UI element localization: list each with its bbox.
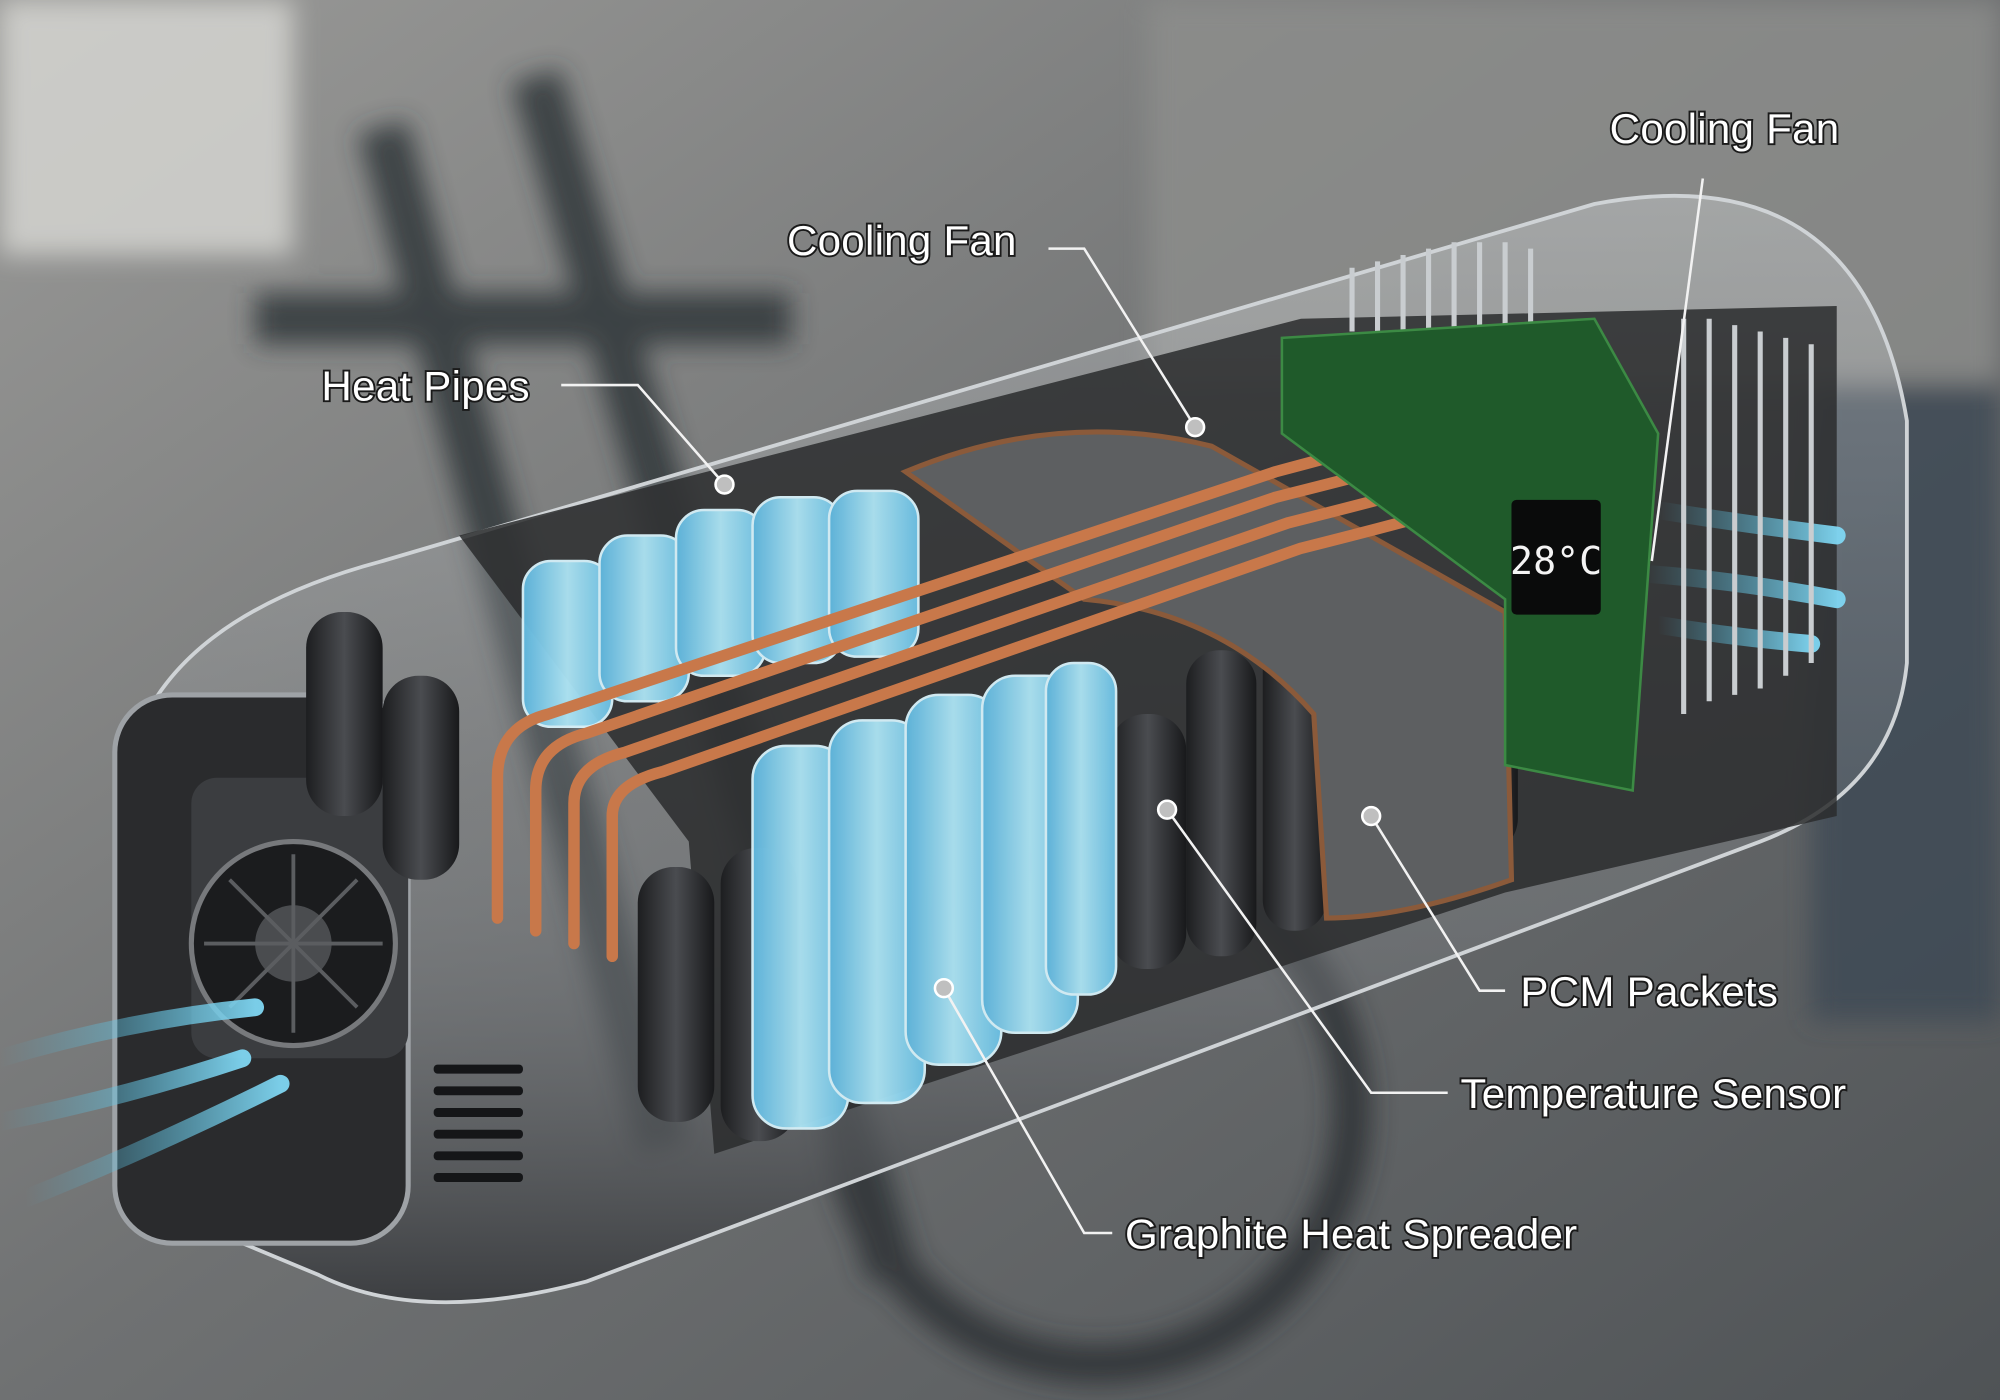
label-graphite-heat-spreader: Graphite Heat Spreader [1125,1210,1577,1257]
label-pcm-packets: PCM Packets [1520,968,1778,1015]
graphite-heat-spreader [900,429,1515,921]
label-heat-pipes: Heat Pipes [321,362,529,409]
front-cooling-fan [112,692,523,1246]
leader-lines [561,178,1705,1235]
label-temperature-sensor: Temperature Sensor [1460,1070,1846,1117]
pcm-packets [521,489,1118,1130]
label-cooling-fan-top: Cooling Fan [787,217,1017,264]
temperature-display [1511,499,1601,615]
temperature-readout: 28°C [1510,539,1602,584]
rear-heat-sink [1349,242,1814,715]
label-cooling-fan-right: Cooling Fan [1610,105,1840,152]
control-pcb: 28°C [1280,317,1660,793]
